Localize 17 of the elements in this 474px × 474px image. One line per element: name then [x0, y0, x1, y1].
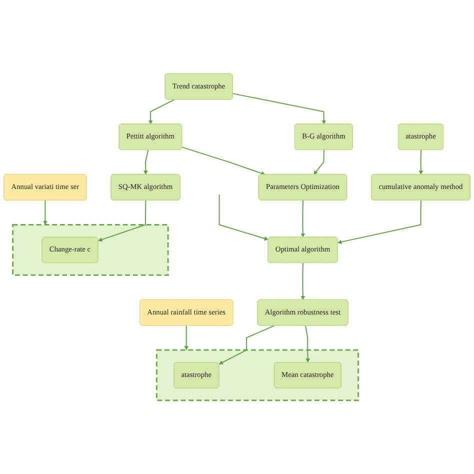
arrow [337, 200, 422, 244]
arrow [98, 200, 146, 242]
arrow [144, 150, 149, 175]
cluster [12, 224, 169, 276]
arrow [218, 325, 275, 364]
arrow [300, 262, 306, 300]
arrow [184, 324, 188, 350]
arrow [305, 325, 310, 363]
cluster [156, 349, 360, 402]
arrow [314, 150, 324, 175]
arrow [182, 146, 266, 176]
arrow [300, 200, 306, 238]
arrow [418, 150, 424, 175]
arrow [43, 200, 48, 225]
arrow [232, 93, 326, 124]
arrow [218, 194, 268, 241]
arrow [148, 99, 175, 124]
